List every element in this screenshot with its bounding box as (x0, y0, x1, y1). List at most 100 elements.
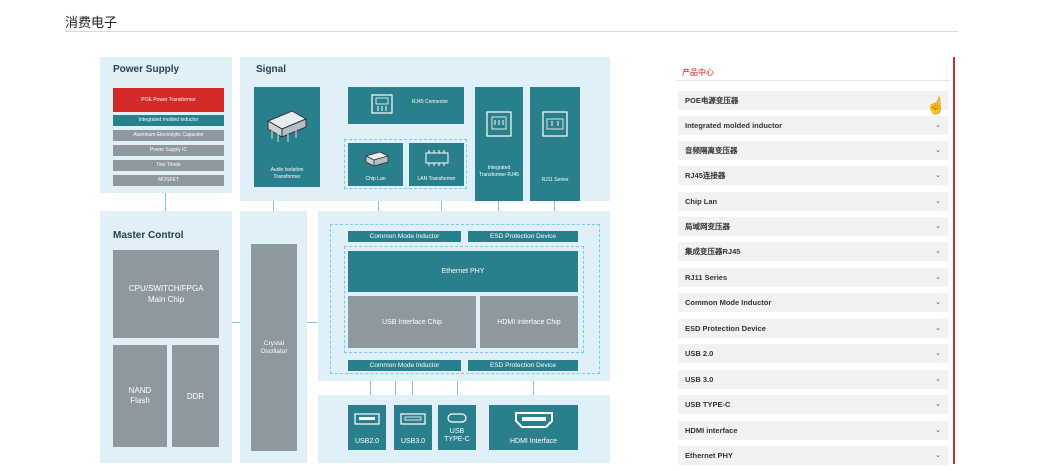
sidebar-item-label: RJ45连接器 (685, 171, 726, 180)
chevron-down-icon[interactable]: ⌄ (935, 97, 941, 104)
audio-transformer-label: Audio Isolation Transformer (270, 167, 304, 180)
sidebar-item[interactable]: 局域网变压器 ⌄ (678, 217, 948, 236)
lan-transformer-label: LAN Transformer (417, 176, 456, 182)
title-divider (65, 31, 958, 32)
sidebar-item[interactable]: USB 2.0 ⌄ (678, 344, 948, 363)
sidebar-item[interactable]: 音频隔离变压器 ⌄ (678, 141, 948, 160)
sidebar-item-label: ESD Protection Device (685, 324, 766, 333)
sidebar-item-label: POE电源变压器 (685, 96, 739, 105)
chip-lan-icon (364, 151, 389, 167)
sidebar-item[interactable]: ESD Protection Device ⌄ (678, 319, 948, 338)
sidebar-item[interactable]: Common Mode Inductor⌄ (678, 293, 948, 312)
sidebar-item-label: 局域网变压器 (685, 222, 730, 231)
connector-line (412, 371, 413, 405)
chevron-down-icon[interactable]: ⌄ (935, 452, 941, 459)
cmi-top-label: Common Mode Inductor (369, 233, 440, 240)
ps-item-triode: Two Triode (113, 160, 224, 171)
sidebar-item-label: USB TYPE-C (685, 400, 731, 409)
hand-pointer-icon: ☝ (926, 98, 946, 115)
ps-item-poe: POE Power Transformer (113, 88, 224, 112)
chevron-down-icon[interactable]: ⌄ (935, 427, 941, 434)
sidebar-heading: 产品中心 (682, 68, 714, 77)
chevron-down-icon[interactable]: ⌄ (935, 172, 941, 179)
connector-line (441, 188, 442, 228)
esd-top-label: ESD Protection Device (489, 233, 557, 240)
chevron-down-icon[interactable]: ⌄ (935, 325, 941, 332)
chip-lan-box: Chip Lan (348, 143, 403, 186)
usb-chip-box: USB Interface Chip (348, 296, 476, 348)
usb-chip-label: USB Interface Chip (382, 318, 442, 326)
rj11-icon (542, 111, 568, 137)
usb-typec-label: USB TYPE-C (444, 428, 470, 443)
connector-line (165, 193, 166, 211)
rj45-connector-box: RJ45 Connector (348, 87, 464, 124)
chevron-down-icon[interactable]: ⌄ (935, 376, 941, 383)
chevron-down-icon[interactable]: ⌄ (935, 223, 941, 230)
sidebar-item[interactable]: 集成变压器RJ45 ⌄ (678, 242, 948, 261)
integrated-rj45-icon (486, 111, 512, 137)
hdmi-chip-box: HDMI Interface Chip (480, 296, 578, 348)
nand-box: NAND Flash (113, 345, 167, 447)
chevron-down-icon[interactable]: ⌄ (935, 147, 941, 154)
crystal-box: Crystal Oscillator (251, 244, 297, 451)
sidebar-item-label: 音频隔离变压器 (685, 146, 738, 155)
sidebar-item-label: Ethernet PHY (685, 451, 733, 460)
ddr-label: DDR (186, 391, 205, 401)
chevron-down-icon[interactable]: ⌄ (935, 274, 941, 281)
chevron-down-icon[interactable]: ⌄ (935, 401, 941, 408)
ddr-box: DDR (172, 345, 219, 447)
nand-label: NAND Flash (128, 386, 152, 405)
rj11-box: RJ11 Series (530, 87, 580, 201)
lan-group-frame (344, 139, 467, 189)
integrated-rj45-box: Integrated Transformer RJ45 (475, 87, 523, 201)
sidebar-divider (676, 80, 950, 81)
cpu-box: CPU/SWITCH/FPGA Main Chip (113, 250, 219, 338)
sidebar-item[interactable]: POE电源变压器 ⌄ (678, 91, 948, 110)
chevron-down-icon[interactable]: ⌄ (935, 350, 941, 357)
lan-transformer-icon (425, 150, 448, 166)
sidebar-item-label: 集成变压器RJ45 (685, 247, 741, 256)
connector-line (378, 188, 379, 228)
integrated-rj45-label: Integrated Transformer RJ45 (478, 165, 520, 178)
sidebar-item[interactable]: RJ11 Series⌄ (678, 268, 948, 287)
block-diagram: Power Supply POE Power Transformer Integ… (100, 57, 610, 463)
hdmi-label: HDMI Interface (509, 438, 558, 445)
chevron-down-icon[interactable]: ⌄ (935, 299, 941, 306)
sidebar-item[interactable]: Chip Lan ⌄ (678, 192, 948, 211)
power-supply-title: Power Supply (113, 64, 180, 75)
ethernet-phy-box: Ethernet PHY (348, 251, 578, 292)
page-title: 消费电子 (65, 15, 118, 30)
usb20-port: USB2.0 (348, 405, 386, 450)
rj45-connector-label: RJ45 Connector (411, 99, 449, 105)
transformer-icon (266, 110, 308, 142)
chevron-down-icon[interactable]: ⌄ (935, 248, 941, 255)
cmi-top-box: Common Mode Inductor (348, 231, 461, 242)
sidebar-item[interactable]: USB TYPE-C ⌄ (678, 395, 948, 414)
lan-transformer-box: LAN Transformer (409, 143, 464, 186)
sidebar-item[interactable]: Ethernet PHY ⌄ (678, 446, 948, 465)
usb-typec-port: USB TYPE-C (438, 405, 476, 450)
sidebar-item-label: HDMI interface (685, 426, 738, 435)
cpu-label: CPU/SWITCH/FPGA Main Chip (128, 284, 204, 304)
usb20-label: USB2.0 (354, 438, 380, 445)
connector-line (273, 193, 274, 218)
sidebar-item[interactable]: Integrated molded inductor ⌄ (678, 116, 948, 135)
core-dashed-frame (330, 224, 600, 374)
sidebar-item[interactable]: RJ45连接器 ⌄ (678, 166, 948, 185)
sidebar-item[interactable]: USB 3.0⌄ (678, 370, 948, 389)
sidebar-item[interactable]: HDMI interface ⌄ (678, 421, 948, 440)
ps-item-ic: Power Supply IC (113, 145, 224, 156)
chevron-down-icon[interactable]: ⌄ (935, 122, 941, 129)
usb30-port: USB3.0 (394, 405, 432, 450)
sidebar-scroll-accent[interactable] (953, 57, 955, 464)
sidebar-item-label: Chip Lan (685, 197, 718, 206)
chevron-down-icon[interactable]: ⌄ (935, 198, 941, 205)
sidebar-item-label: USB 2.0 (685, 349, 714, 358)
signal-title: Signal (256, 64, 287, 75)
usb-port-icon (354, 413, 380, 425)
audio-transformer-box: Audio Isolation Transformer (254, 87, 320, 187)
hdmi-chip-label: HDMI Interface Chip (497, 318, 561, 326)
master-control-title: Master Control (113, 230, 184, 241)
phy-dashed-frame (344, 246, 584, 353)
sidebar-item-label: Integrated molded inductor (685, 121, 783, 130)
